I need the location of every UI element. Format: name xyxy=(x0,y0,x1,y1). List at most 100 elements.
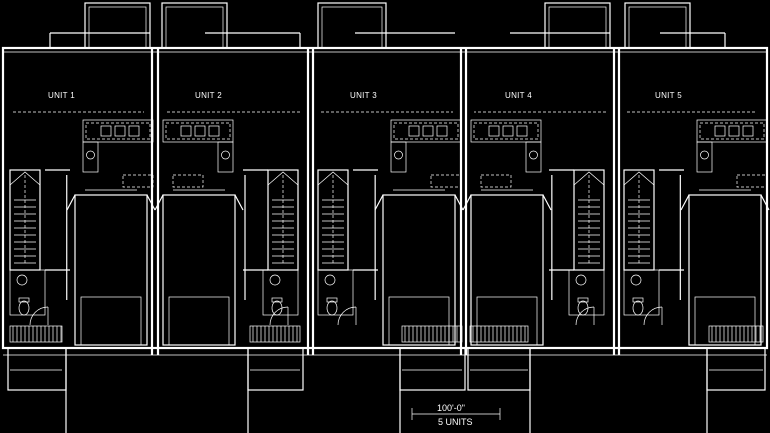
unit-label-2: UNIT 2 xyxy=(195,91,222,100)
cabinet-3 xyxy=(128,125,140,137)
unit-plans xyxy=(9,111,770,346)
stair-arrow xyxy=(267,171,299,186)
garage-door xyxy=(388,296,450,346)
sink xyxy=(630,274,642,286)
counter-return xyxy=(390,141,407,173)
toilet xyxy=(632,300,644,316)
cabinet-2 xyxy=(194,125,206,137)
garage xyxy=(688,194,762,346)
cabinet-2 xyxy=(502,125,514,137)
unit-1 xyxy=(9,111,156,346)
front-porches xyxy=(3,347,767,433)
counter-return xyxy=(525,141,542,173)
powder-room xyxy=(9,269,46,316)
entry-door-swing xyxy=(29,306,49,326)
stair-arrow xyxy=(9,171,41,186)
range xyxy=(529,150,538,160)
dimension-width: 100'-0" xyxy=(437,403,465,413)
kitchen-counter xyxy=(82,119,154,143)
stair-arrow xyxy=(317,171,349,186)
unit-5 xyxy=(623,111,770,346)
range xyxy=(394,150,403,160)
sink xyxy=(575,274,587,286)
unit-label-5: UNIT 5 xyxy=(655,91,682,100)
entry-door-swing xyxy=(575,306,595,326)
cabinet-1 xyxy=(714,125,726,137)
pantry xyxy=(122,174,154,188)
railing-4 xyxy=(469,325,529,343)
cabinet-2 xyxy=(422,125,434,137)
cabinet-3 xyxy=(208,125,220,137)
deck-unit-5 xyxy=(624,2,691,49)
deck-unit-3 xyxy=(317,2,387,49)
garage xyxy=(74,194,148,346)
entry-door-swing xyxy=(337,306,357,326)
entry-door-swing xyxy=(269,306,289,326)
garage xyxy=(162,194,236,346)
cabinet-1 xyxy=(488,125,500,137)
toilet xyxy=(326,300,338,316)
counter-return xyxy=(696,141,713,173)
sink xyxy=(324,274,336,286)
kitchen-counter xyxy=(696,119,768,143)
cabinet-2 xyxy=(728,125,740,137)
kitchen-counter xyxy=(390,119,462,143)
dimension-unit-count: 5 UNITS xyxy=(438,417,473,427)
counter-return xyxy=(82,141,99,173)
powder-room xyxy=(317,269,354,316)
overall-dimension: 100'-0" 5 UNITS xyxy=(411,403,501,427)
party-walls xyxy=(150,48,621,355)
garage-door xyxy=(476,296,538,346)
cabinet-3 xyxy=(436,125,448,137)
garage-door xyxy=(168,296,230,346)
stair-arrow xyxy=(623,171,655,186)
cabinet-1 xyxy=(408,125,420,137)
cabinet-1 xyxy=(180,125,192,137)
kitchen-counter xyxy=(162,119,234,143)
pantry xyxy=(430,174,462,188)
kitchen-counter xyxy=(470,119,542,143)
top-decks xyxy=(84,2,691,49)
garage-door xyxy=(80,296,142,346)
cabinet-2 xyxy=(114,125,126,137)
powder-room xyxy=(623,269,660,316)
cabinet-3 xyxy=(516,125,528,137)
pantry xyxy=(480,174,512,188)
cabinet-3 xyxy=(742,125,754,137)
deck-unit-1 xyxy=(84,2,151,49)
unit-3 xyxy=(317,111,464,346)
entry-door-swing xyxy=(643,306,663,326)
unit-label-1: UNIT 1 xyxy=(48,91,75,100)
toilet xyxy=(271,300,283,316)
garage xyxy=(382,194,456,346)
range xyxy=(86,150,95,160)
railing-2 xyxy=(249,325,301,343)
powder-room xyxy=(262,269,299,316)
toilet xyxy=(577,300,589,316)
garage-door xyxy=(694,296,756,346)
sink xyxy=(269,274,281,286)
porch-railings xyxy=(9,325,764,371)
unit-label-3: UNIT 3 xyxy=(350,91,377,100)
cabinet-1 xyxy=(100,125,112,137)
railing-3 xyxy=(401,325,463,343)
railing-1 xyxy=(9,325,63,343)
stair-arrow xyxy=(573,171,605,186)
deck-unit-4 xyxy=(544,2,611,49)
outer-walls xyxy=(1,32,769,350)
sink xyxy=(16,274,28,286)
unit-labels: UNIT 1 UNIT 2 UNIT 3 UNIT 4 UNIT 5 xyxy=(48,91,682,100)
range xyxy=(221,150,230,160)
unit-4 xyxy=(462,111,606,346)
pantry xyxy=(736,174,768,188)
unit-2 xyxy=(154,111,300,346)
garage xyxy=(470,194,544,346)
pantry xyxy=(172,174,204,188)
counter-return xyxy=(217,141,234,173)
deck-unit-2 xyxy=(161,2,228,49)
range xyxy=(700,150,709,160)
powder-room xyxy=(568,269,605,316)
toilet xyxy=(18,300,30,316)
unit-label-4: UNIT 4 xyxy=(505,91,532,100)
